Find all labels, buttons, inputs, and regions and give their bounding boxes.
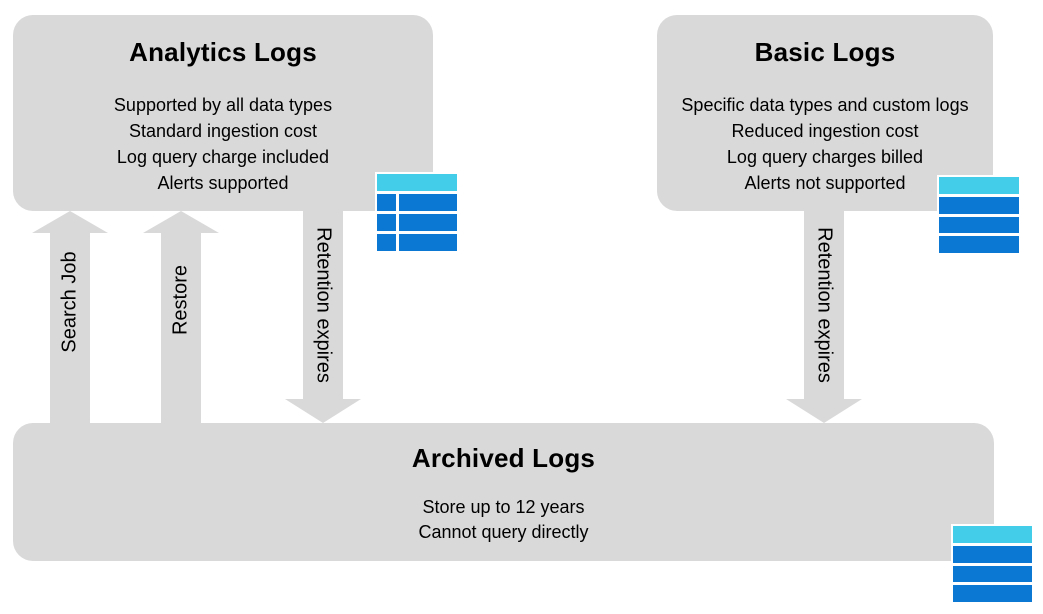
basic-logs-description: Specific data types and custom logs Redu…: [657, 92, 993, 196]
retention-expires-right-label: Retention expires: [813, 227, 836, 383]
table-row: [953, 545, 1032, 563]
basic-line-1: Specific data types and custom logs: [681, 95, 969, 115]
analytics-logs-description: Supported by all data types Standard ing…: [13, 92, 433, 196]
search-job-arrow-shaft: [50, 230, 90, 425]
table-row: [377, 234, 457, 251]
archived-line-1: Store up to 12 years: [422, 497, 585, 517]
restore-label: Restore: [169, 264, 192, 336]
basic-line-4: Alerts not supported: [744, 173, 906, 193]
retention-expires-left-arrowhead-down: [285, 399, 361, 423]
archived-logs-description: Store up to 12 years Cannot query direct…: [13, 495, 994, 545]
table-header-bar: [377, 174, 457, 191]
analytics-log-table-icon: [375, 172, 459, 253]
search-job-label: Search Job: [58, 251, 81, 353]
table-cell: [377, 234, 396, 251]
analytics-line-3: Log query charge included: [116, 147, 330, 167]
search-job-arrowhead-up: [32, 211, 108, 233]
archived-line-2: Cannot query directly: [418, 522, 589, 542]
analytics-logs-title: Analytics Logs: [129, 37, 317, 67]
table-row: [939, 196, 1019, 214]
basic-logs-box: Basic Logs Specific data types and custo…: [657, 15, 993, 211]
table-header-bar: [953, 526, 1032, 543]
restore-arrow-shaft: [161, 230, 201, 425]
table-cell: [399, 234, 457, 251]
retention-expires-right-arrowhead-down: [786, 399, 862, 423]
archived-log-table-icon: [951, 524, 1034, 604]
table-cell: [399, 194, 457, 211]
table-row: [939, 236, 1019, 253]
table-cell: [399, 214, 457, 231]
table-row: [939, 216, 1019, 234]
table-header-bar: [939, 177, 1019, 194]
retention-expires-left-label: Retention expires: [312, 227, 335, 383]
analytics-line-4: Alerts supported: [157, 173, 289, 193]
table-row: [377, 194, 457, 211]
basic-logs-title: Basic Logs: [754, 37, 896, 67]
table-row: [953, 585, 1032, 602]
table-cell: [377, 214, 396, 231]
basic-line-2: Reduced ingestion cost: [731, 121, 919, 141]
archived-logs-box: Archived Logs Store up to 12 years Canno…: [13, 423, 994, 561]
basic-log-table-icon: [937, 175, 1021, 255]
table-row: [377, 214, 457, 231]
table-cell: [377, 194, 396, 211]
table-row: [953, 565, 1032, 583]
retention-expires-right-arrow-shaft: [804, 209, 844, 401]
archived-logs-title: Archived Logs: [411, 443, 596, 473]
analytics-logs-box: Analytics Logs Supported by all data typ…: [13, 15, 433, 211]
restore-arrowhead-up: [143, 211, 219, 233]
basic-line-3: Log query charges billed: [726, 147, 924, 167]
analytics-line-1: Supported by all data types: [113, 95, 333, 115]
analytics-line-2: Standard ingestion cost: [128, 121, 318, 141]
retention-expires-left-arrow-shaft: [303, 209, 343, 401]
